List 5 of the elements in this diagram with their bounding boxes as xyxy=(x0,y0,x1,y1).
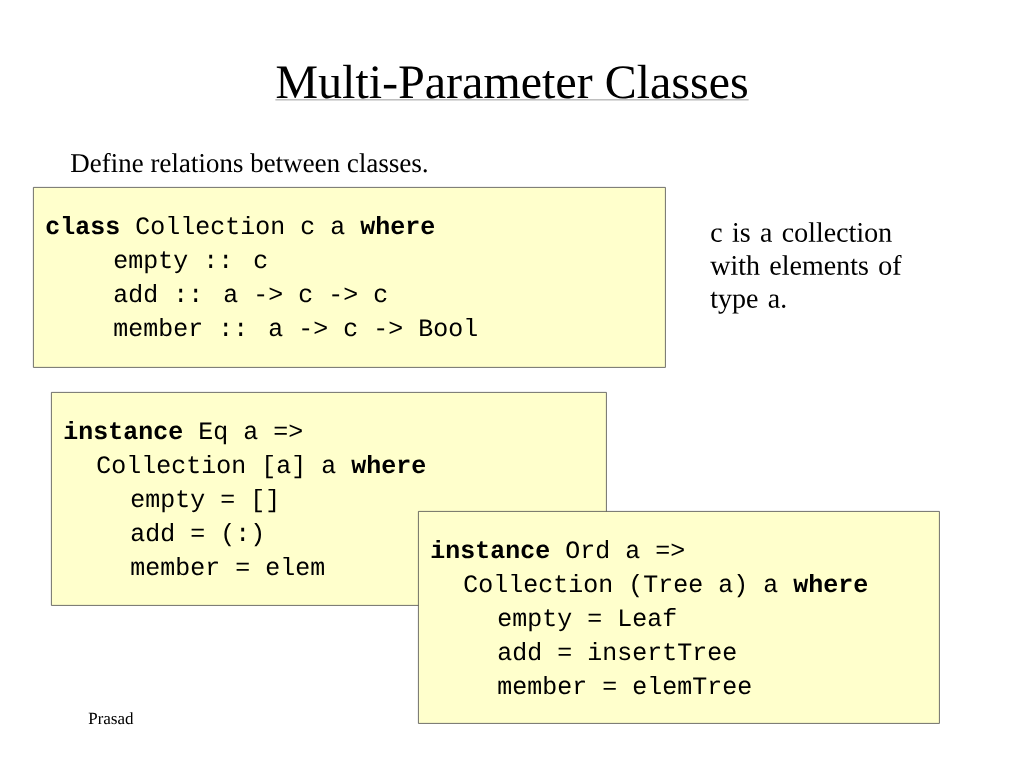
footer-text: Prasad xyxy=(88,712,134,725)
code-box: class Collection c a where empty :: c add :: a -> c -> c member :: a -> c -> Bool xyxy=(33,187,666,368)
note-text: c is a collection with elements of type a. xyxy=(710,222,902,314)
code-box: instance Ord a => Collection (Tree a) a where empty = Leaf add = insertTree member = elemTree xyxy=(418,511,940,724)
slide-title: Multi-Parameter Classes xyxy=(275,64,749,101)
